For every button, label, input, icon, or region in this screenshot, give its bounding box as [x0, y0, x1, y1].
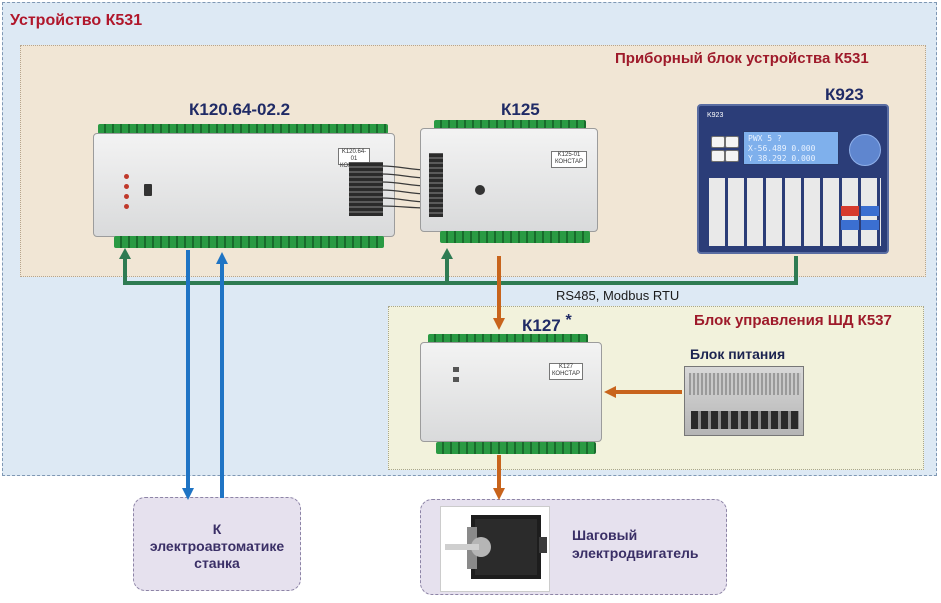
k125-reset-button: [475, 185, 485, 195]
rs485-bus-label: RS485, Modbus RTU: [556, 288, 680, 303]
power-supply-device: [684, 366, 804, 436]
orange-arrow-k127: [493, 318, 505, 330]
k125-bottom-terminals: [440, 231, 590, 243]
k120-device: K120.64-01 КОНСТАР: [93, 133, 395, 237]
k127-label: К127 *: [522, 312, 572, 335]
psu-label: Блок питания: [690, 346, 786, 362]
k127-top-terminals: [428, 334, 588, 344]
blue-arrow-down: [182, 488, 194, 500]
rs485-bus-line: [123, 253, 798, 285]
orange-arrow-motor: [493, 488, 505, 500]
k923-lcd-line-3: Y 38.292 0.000: [748, 154, 816, 163]
stepper-motor-label: Шаговый электродвигатель: [572, 527, 699, 561]
machine-electro-label: К электроавтоматике станка: [149, 521, 285, 571]
psu-terminals: [691, 411, 799, 429]
k127-bottom-terminals: [436, 442, 596, 454]
bus-arrow-k125: [441, 248, 453, 259]
k120-connector: [349, 162, 383, 216]
machine-electro-box: [133, 497, 301, 591]
k120-label: К120.64-02.2: [189, 100, 291, 119]
k127-device: K127 КОНСТАР: [420, 342, 602, 442]
k125-label: К125: [501, 100, 540, 119]
k120-bottom-terminals: [114, 236, 384, 248]
k127-asterisk: *: [565, 312, 572, 329]
stepper-motor-image: [440, 506, 550, 592]
k923-nav-pad: [849, 134, 881, 166]
k923-label: К923: [825, 85, 864, 104]
k127-nameplate: K127 КОНСТАР: [549, 363, 583, 380]
blue-arrow-up: [216, 252, 228, 264]
k125-top-terminals: [434, 120, 586, 129]
k923-lcd-line-1: PWX 5 ?: [748, 134, 782, 143]
k120-usb-port: [144, 184, 152, 196]
bus-arrow-k120: [119, 248, 131, 259]
instrument-block-title: Приборный блок устройства К531: [615, 50, 869, 67]
k923-panel: K923 PWX 5 ? X-56.489 0.000 Y 38.292 0.0…: [697, 104, 889, 254]
k120-top-terminals: [98, 124, 388, 134]
k923-lcd: PWX 5 ? X-56.489 0.000 Y 38.292 0.000: [743, 131, 839, 165]
orange-arrow-psu: [604, 386, 616, 398]
device-k531-title: Устройство К531: [10, 12, 143, 29]
k125-device: K125-01 КОНСТАР: [420, 128, 598, 232]
k923-lcd-line-2: X-56.489 0.000: [748, 144, 816, 153]
stepper-control-block-title: Блок управления ШД К537: [694, 312, 892, 329]
k923-brand: K923: [707, 112, 724, 119]
k125-nameplate: K125-01 КОНСТАР: [551, 151, 587, 168]
